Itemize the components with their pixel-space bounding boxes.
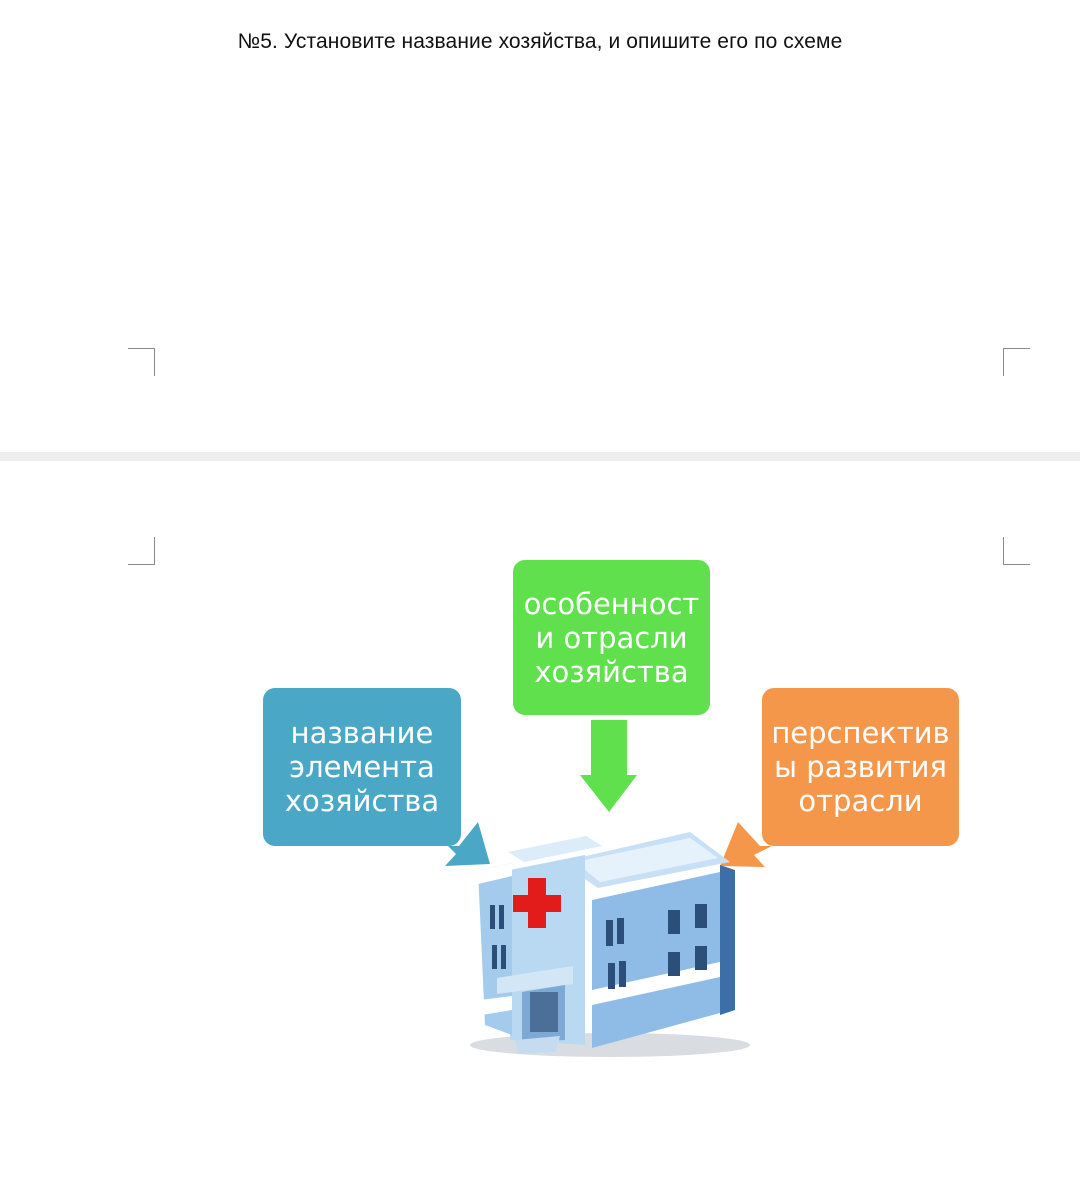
crop-mark-top-left bbox=[128, 537, 155, 565]
arrow-left-orange bbox=[720, 822, 772, 867]
document-page-1: №5. Установите название хозяйства, и опи… bbox=[0, 0, 1080, 452]
crop-mark-top-right bbox=[1003, 537, 1030, 565]
arrow-right-blue bbox=[445, 822, 490, 866]
scheme-box-element-name: название элемента хозяйства bbox=[263, 688, 461, 846]
task-title: №5. Установите название хозяйства, и опи… bbox=[237, 30, 843, 53]
arrow-down-green bbox=[580, 720, 637, 812]
red-cross-icon bbox=[513, 878, 561, 928]
crop-mark-bottom-left bbox=[128, 348, 155, 376]
page-separator bbox=[0, 452, 1080, 461]
crop-mark-bottom-right bbox=[1003, 348, 1030, 376]
scheme-box-industry-features: особенност и отрасли хозяйства bbox=[513, 560, 710, 715]
scheme-box-development-prospects: перспектив ы развития отрасли bbox=[762, 688, 959, 846]
